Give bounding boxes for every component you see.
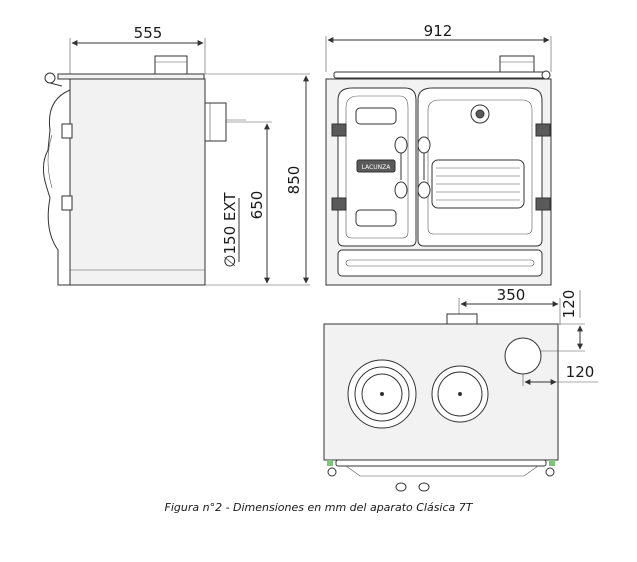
total-height-label: 850 [285, 166, 303, 195]
flue-height-label: 650 [248, 191, 266, 220]
dim-top-offset-y2: 120 [522, 363, 598, 386]
flue-outlet [504, 337, 542, 375]
side-width-label: 555 [134, 24, 163, 42]
top-offset-y2-label: 120 [566, 363, 595, 381]
figure-caption: Figura n°2 - Dimensiones en mm del apara… [164, 501, 473, 514]
front-view: 912 LACUNZA [325, 22, 552, 286]
hob-small [431, 365, 489, 423]
green-marker [327, 460, 333, 466]
dim-flue-diameter: ∅150 EXT [221, 119, 246, 268]
dim-total-height: 850 [205, 73, 310, 284]
drawer [337, 249, 543, 277]
top-offset-x-label: 350 [497, 286, 526, 304]
dim-top-offset-y1: 120 [541, 290, 585, 352]
front-width-label: 912 [424, 22, 453, 40]
hinge-icon [535, 197, 551, 211]
side-view: 555 ∅150 EXT 650 [42, 24, 310, 286]
oven-window-lines [436, 167, 520, 201]
top-offset-y1-label: 120 [560, 290, 578, 319]
hinge-icon [331, 197, 347, 211]
hinge-icon [535, 123, 551, 137]
hinge-icon [331, 123, 347, 137]
dim-flue-height: 650 [205, 121, 310, 286]
brand-badge-label: LACUNZA [362, 164, 392, 171]
dim-top-offset-x: 350 [458, 286, 561, 325]
dim-front-width: 912 [325, 22, 552, 72]
flue-diameter-label: ∅150 EXT [221, 192, 239, 268]
top-view: 350 120 120 [323, 286, 598, 492]
hob-large [347, 359, 417, 429]
brand-badge [356, 159, 396, 173]
side-body [69, 78, 206, 286]
dim-side-width: 555 [69, 24, 206, 74]
flue-pipe [204, 102, 227, 142]
green-marker [549, 460, 555, 466]
